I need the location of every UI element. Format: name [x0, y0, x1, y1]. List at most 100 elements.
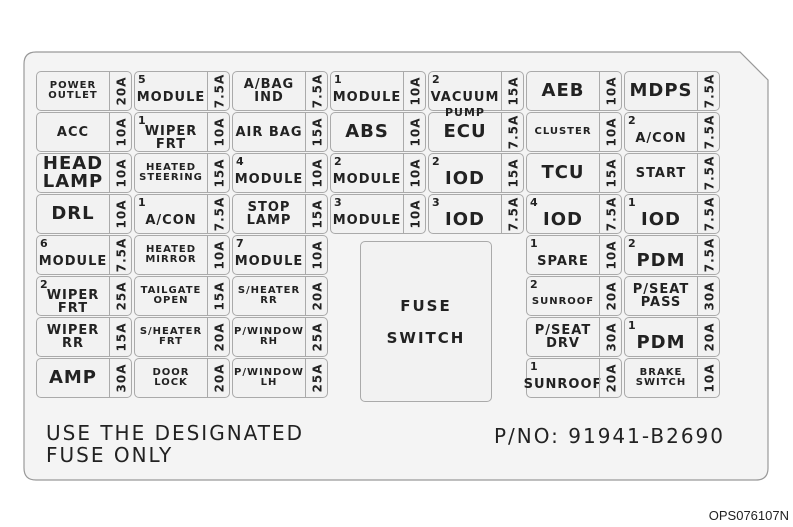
fuse-label: MODULE: [233, 154, 305, 198]
fuse-rating: 15A: [599, 154, 623, 192]
fuse-label-line: MODULE: [332, 171, 402, 187]
fuse-rating-text: 7.5A: [212, 196, 227, 232]
fuse-rating: 10A: [403, 72, 427, 110]
fuse-cell[interactable]: TCU 15A: [526, 153, 622, 193]
fuse-rating: 7.5A: [501, 113, 525, 151]
fuse-rating-text: 15A: [506, 76, 521, 106]
fuse-rating: 10A: [599, 236, 623, 274]
fuse-label: MODULE: [135, 72, 207, 116]
fuse-label-line: OPEN: [153, 295, 189, 306]
fuse-index: 6: [40, 237, 48, 250]
fuse-label-line: FRT: [57, 301, 89, 316]
fuse-label: VACUUM: [429, 72, 501, 116]
fuse-cell[interactable]: AMP 30A: [36, 358, 132, 398]
fuse-label-line: SPARE: [537, 253, 589, 269]
fuse-rating-text: 7.5A: [114, 237, 129, 273]
fuse-rating: 25A: [305, 318, 329, 356]
fuse-rating: 30A: [697, 277, 721, 315]
fuse-label-line: OUTLET: [48, 90, 98, 101]
fuse-label-line: MODULE: [332, 89, 402, 105]
fuse-rating: 7.5A: [697, 72, 721, 110]
fuse-label-line: LH: [260, 377, 278, 388]
fuse-label-line: TCU: [541, 162, 585, 183]
fuse-switch[interactable]: FUSE SWITCH: [360, 241, 492, 402]
fuse-rating-text: 10A: [310, 158, 325, 188]
fuse-rating: 15A: [109, 318, 133, 356]
fuse-index: 1: [138, 196, 146, 209]
fuse-label: SUNROOF: [527, 277, 599, 321]
fuse-label: ECU: [429, 113, 501, 151]
fuse-label-line: BRAKE: [639, 367, 683, 378]
figure-code: OPS076107N: [708, 508, 789, 523]
fuse-index: 1: [334, 73, 342, 86]
fuse-label: PDM: [625, 236, 697, 280]
note-line-2: FUSE ONLY: [46, 443, 174, 467]
fuse-label-line: PASS: [640, 295, 682, 310]
part-number: P/NO: 91941-B2690: [494, 424, 725, 448]
fuse-label-line: IOD: [445, 168, 485, 189]
fuse-label-line: HEAD: [42, 153, 104, 174]
fuse-label: AMP: [37, 359, 109, 397]
fuse-rating-text: 30A: [114, 363, 129, 393]
fuse-rating-text: 7.5A: [604, 196, 619, 232]
fuse-label-line: PDM: [636, 250, 686, 271]
fuse-rating-text: 7.5A: [702, 237, 717, 273]
fuse-index: 2: [40, 278, 48, 291]
fuse-label-line: MIRROR: [145, 254, 197, 265]
fuse-rating: 7.5A: [207, 195, 231, 233]
fuse-label: A/CON: [625, 113, 697, 157]
